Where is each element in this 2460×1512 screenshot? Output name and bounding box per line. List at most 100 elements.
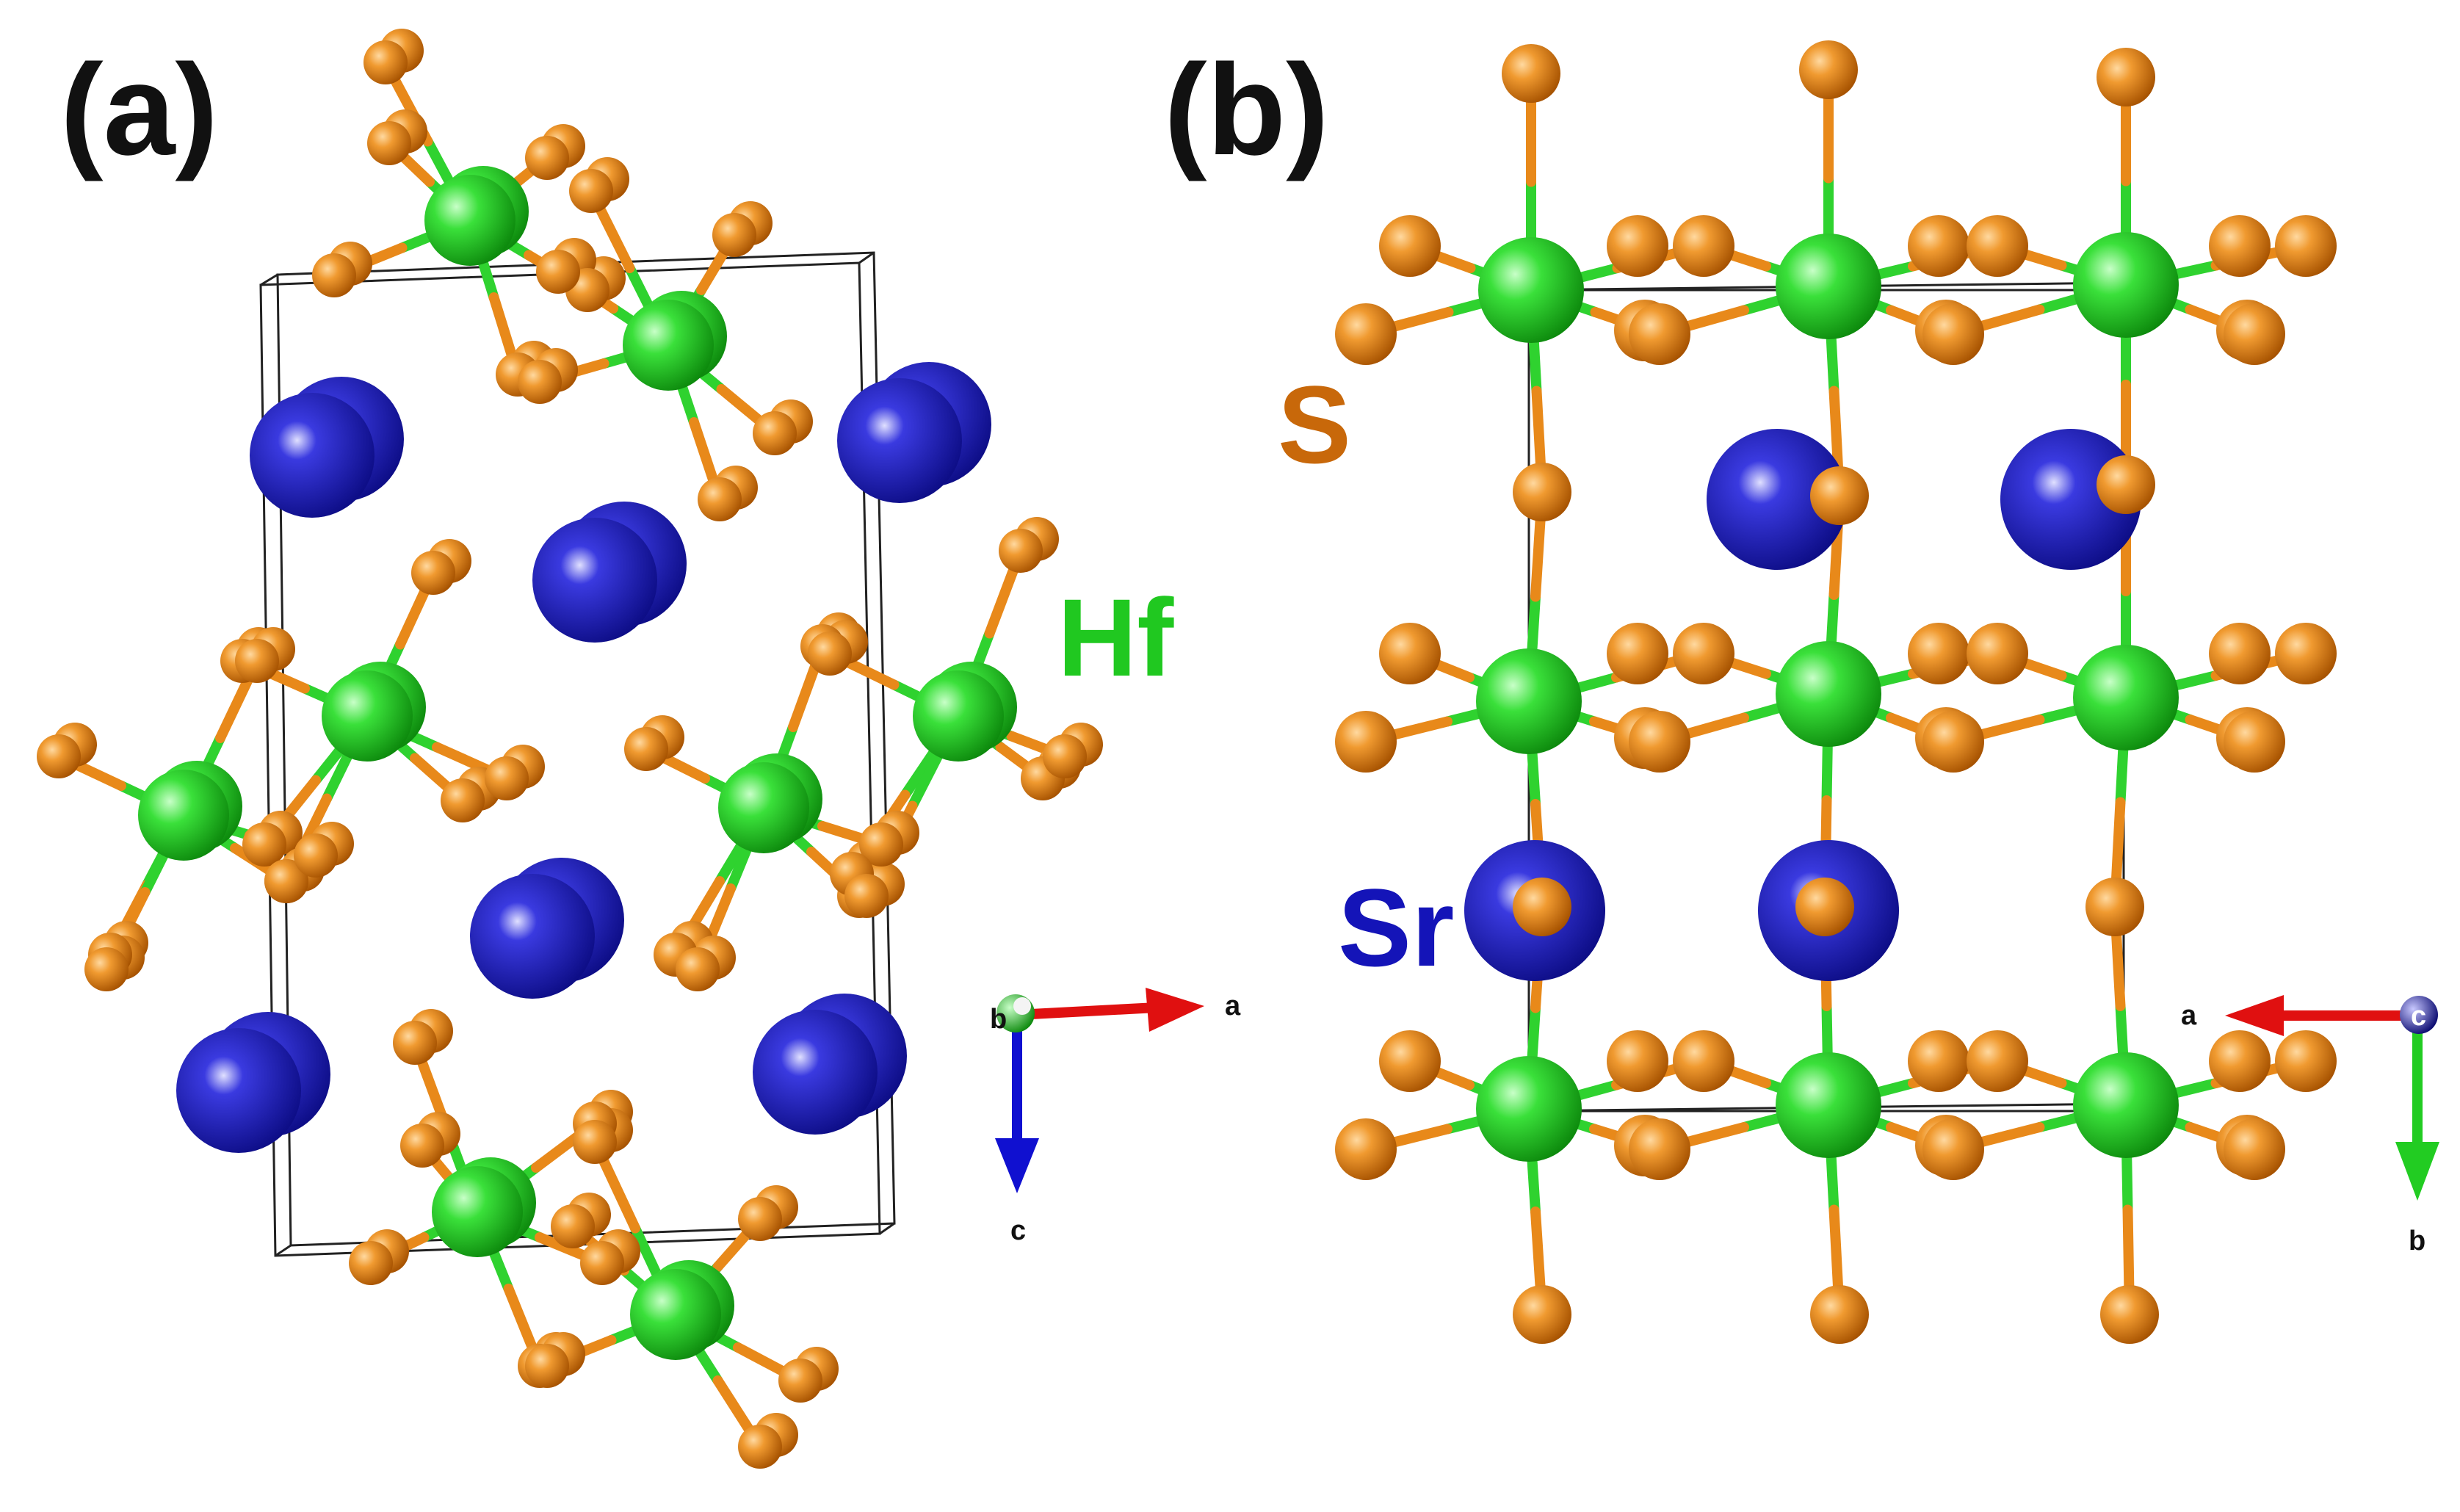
sulfur-atom: [1922, 1118, 1984, 1180]
axis-a-arrow: [1016, 1002, 1157, 1020]
sulfur-atom: [1513, 463, 1571, 521]
sulfur-atom: [1379, 215, 1441, 277]
sulfur-atom: [1673, 1030, 1734, 1092]
panel-b-atoms: [1335, 40, 2337, 1344]
sulfur-atom: [859, 822, 903, 867]
sulfur-atom: [569, 169, 613, 213]
sulfur-atom: [1922, 303, 1984, 365]
sulfur-atom: [525, 136, 569, 180]
strontium-atom: [1707, 429, 1848, 570]
sulfur-atom: [1799, 40, 1858, 99]
hafnium-atom: [424, 175, 515, 266]
axis-a-arrowhead-b: [2225, 995, 2284, 1036]
sulfur-atom: [367, 121, 411, 165]
hafnium-atom: [1776, 641, 1881, 747]
hafnium-atom: [630, 1269, 721, 1360]
sulfur-atom: [808, 632, 852, 676]
sulfur-atom: [242, 822, 286, 867]
hafnium-atom: [322, 670, 413, 762]
axis-a-arrowhead: [1146, 988, 1204, 1032]
sulfur-atom: [1043, 734, 1087, 778]
strontium-atom: [250, 393, 375, 518]
strontium-atom: [176, 1028, 301, 1153]
sulfur-atom: [1967, 1030, 2028, 1092]
sulfur-atom: [753, 411, 797, 455]
sulfur-atom: [349, 1241, 393, 1285]
hafnium-atom: [1478, 237, 1584, 343]
sulfur-atom: [1967, 215, 2028, 277]
sulfur-atom: [1607, 215, 1668, 277]
sulfur-atom: [37, 734, 81, 778]
axis-b-origin-highlight: [1013, 997, 1031, 1015]
sulfur-atom: [1810, 466, 1869, 525]
sulfur-atom: [1629, 711, 1690, 773]
sulfur-atom: [738, 1425, 782, 1469]
panel-a-label: (a): [60, 38, 218, 182]
panel-a-unit-cell: [259, 251, 896, 1257]
hafnium-atom: [913, 670, 1004, 762]
hafnium-atom: [718, 762, 809, 853]
axis-view-label: b: [990, 1004, 1007, 1035]
sulfur-atom: [738, 1197, 782, 1241]
label-s: S: [1278, 363, 1351, 486]
sulfur-atom: [1335, 303, 1397, 365]
axis-horizontal-label-b: a: [2181, 1000, 2197, 1031]
sulfur-atom: [1502, 44, 1560, 103]
panel-a-atoms: [37, 29, 1103, 1469]
sulfur-atom: [2224, 1118, 2285, 1180]
strontium-atom: [532, 518, 657, 643]
sulfur-atom: [676, 947, 720, 991]
sulfur-atom: [363, 40, 408, 84]
axis-b-arrowhead-b: [2395, 1142, 2439, 1201]
sulfur-atom: [518, 360, 562, 404]
sulfur-atom: [2224, 711, 2285, 773]
sulfur-atom: [1629, 303, 1690, 365]
sulfur-atom: [312, 253, 356, 297]
axis-c-arrowhead: [995, 1138, 1039, 1193]
sulfur-atom: [1607, 623, 1668, 684]
sulfur-atom: [1335, 711, 1397, 773]
sulfur-atom: [1795, 878, 1854, 936]
sulfur-atom: [84, 947, 129, 991]
sulfur-atom: [2209, 1030, 2271, 1092]
hafnium-atom: [1476, 648, 1582, 754]
sulfur-atom: [1607, 1030, 1668, 1092]
axis-view-label-b: c: [2411, 1001, 2426, 1032]
sulfur-atom: [580, 1241, 624, 1285]
sulfur-atom: [698, 477, 742, 521]
hafnium-atom: [2073, 1052, 2179, 1158]
sulfur-atom: [999, 529, 1043, 573]
sulfur-atom: [1908, 1030, 1969, 1092]
panel-b: (b) S Sr c a b: [1164, 38, 2439, 1344]
axis-horizontal-label: a: [1225, 991, 1241, 1021]
hafnium-atom: [623, 300, 714, 391]
sulfur-atom: [1629, 1118, 1690, 1180]
sulfur-atom: [441, 778, 485, 822]
sulfur-atom: [294, 833, 338, 878]
sulfur-atom: [1673, 623, 1734, 684]
sulfur-atom: [411, 551, 455, 595]
hafnium-atom: [2073, 232, 2179, 338]
sulfur-atom: [778, 1359, 822, 1403]
axis-vertical-label-b: b: [2409, 1226, 2425, 1256]
hafnium-atom: [138, 770, 229, 861]
sulfur-atom: [536, 250, 580, 294]
sulfur-atom: [712, 213, 756, 257]
sulfur-atom: [1673, 215, 1734, 277]
sulfur-atom: [2209, 623, 2271, 684]
sulfur-atom: [2275, 215, 2337, 277]
panel-b-label: (b): [1164, 38, 1329, 182]
hafnium-atom: [1476, 1056, 1582, 1162]
sulfur-atom: [485, 756, 529, 800]
sulfur-atom: [264, 859, 308, 903]
sulfur-atom: [2275, 1030, 2337, 1092]
sulfur-atom: [1908, 623, 1969, 684]
sulfur-atom: [2100, 1285, 2159, 1344]
label-sr: Sr: [1338, 866, 1454, 989]
strontium-atom: [753, 1010, 878, 1135]
sulfur-atom: [2085, 878, 2144, 936]
hafnium-atom: [432, 1166, 523, 1257]
sulfur-atom: [2097, 48, 2155, 106]
axis-triad-b: c a b: [2181, 995, 2439, 1256]
